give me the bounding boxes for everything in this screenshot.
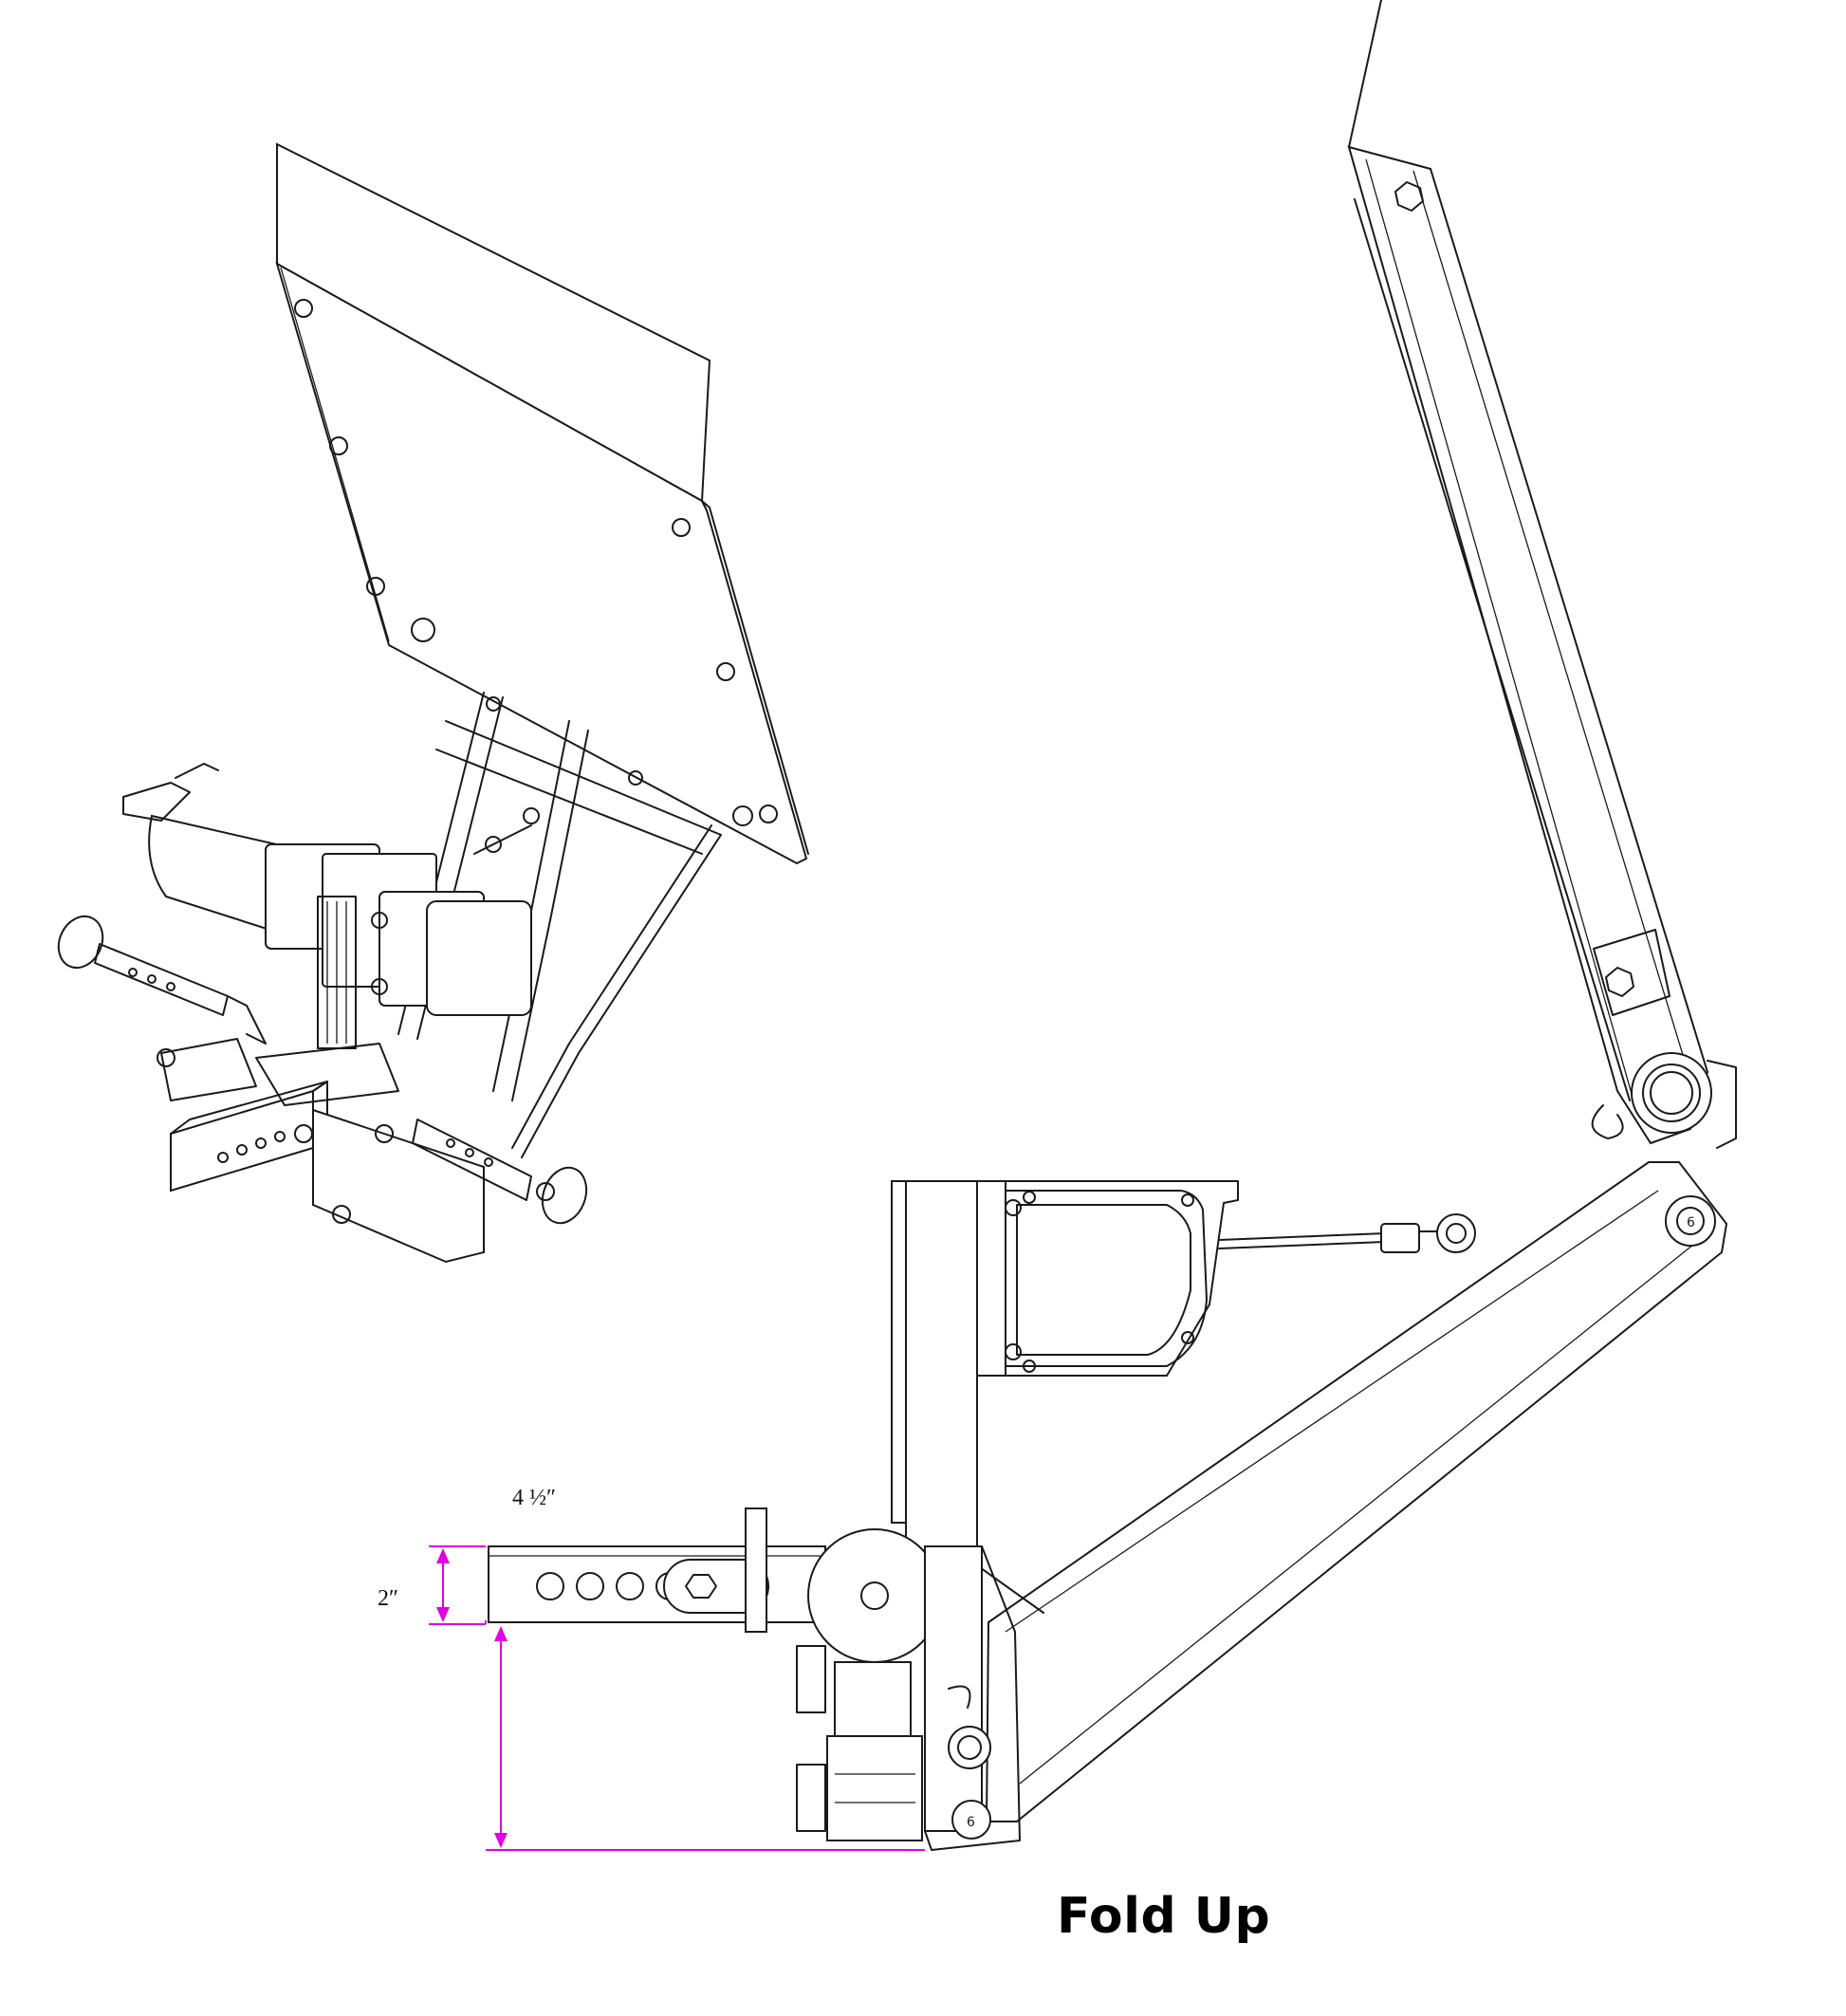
isometric-carrier-view — [57, 142, 809, 1264]
svg-text:6: 6 — [1687, 1215, 1695, 1230]
folded-platform-arm — [1347, 0, 1709, 1145]
side-profile-view: 6 — [429, 0, 1737, 1851]
hitch-receiver-assembly — [157, 1038, 485, 1264]
hinge-knuckle — [1591, 1052, 1737, 1149]
receiver-height-dimension-label: 2″ — [378, 1586, 398, 1611]
right-stabilizer-pin — [412, 1119, 588, 1225]
dimension-annotations — [429, 1545, 925, 1851]
platform-plate — [275, 142, 809, 865]
diagonal-support-arm: 6 — [985, 1161, 1728, 1822]
svg-text:6: 6 — [967, 1815, 975, 1830]
tie-rod — [1218, 1213, 1476, 1253]
hitch-pivot-assembly: 6 — [796, 1528, 1021, 1851]
actuator-motor — [122, 763, 532, 1049]
mast-bracket — [891, 1180, 1239, 1614]
receiver-tube — [488, 1507, 826, 1633]
diagram-caption: Fold Up — [1057, 1888, 1271, 1945]
left-stabilizer-pin — [57, 915, 267, 1045]
hitch-drop-dimension-label: 4 ½″ — [512, 1486, 556, 1510]
